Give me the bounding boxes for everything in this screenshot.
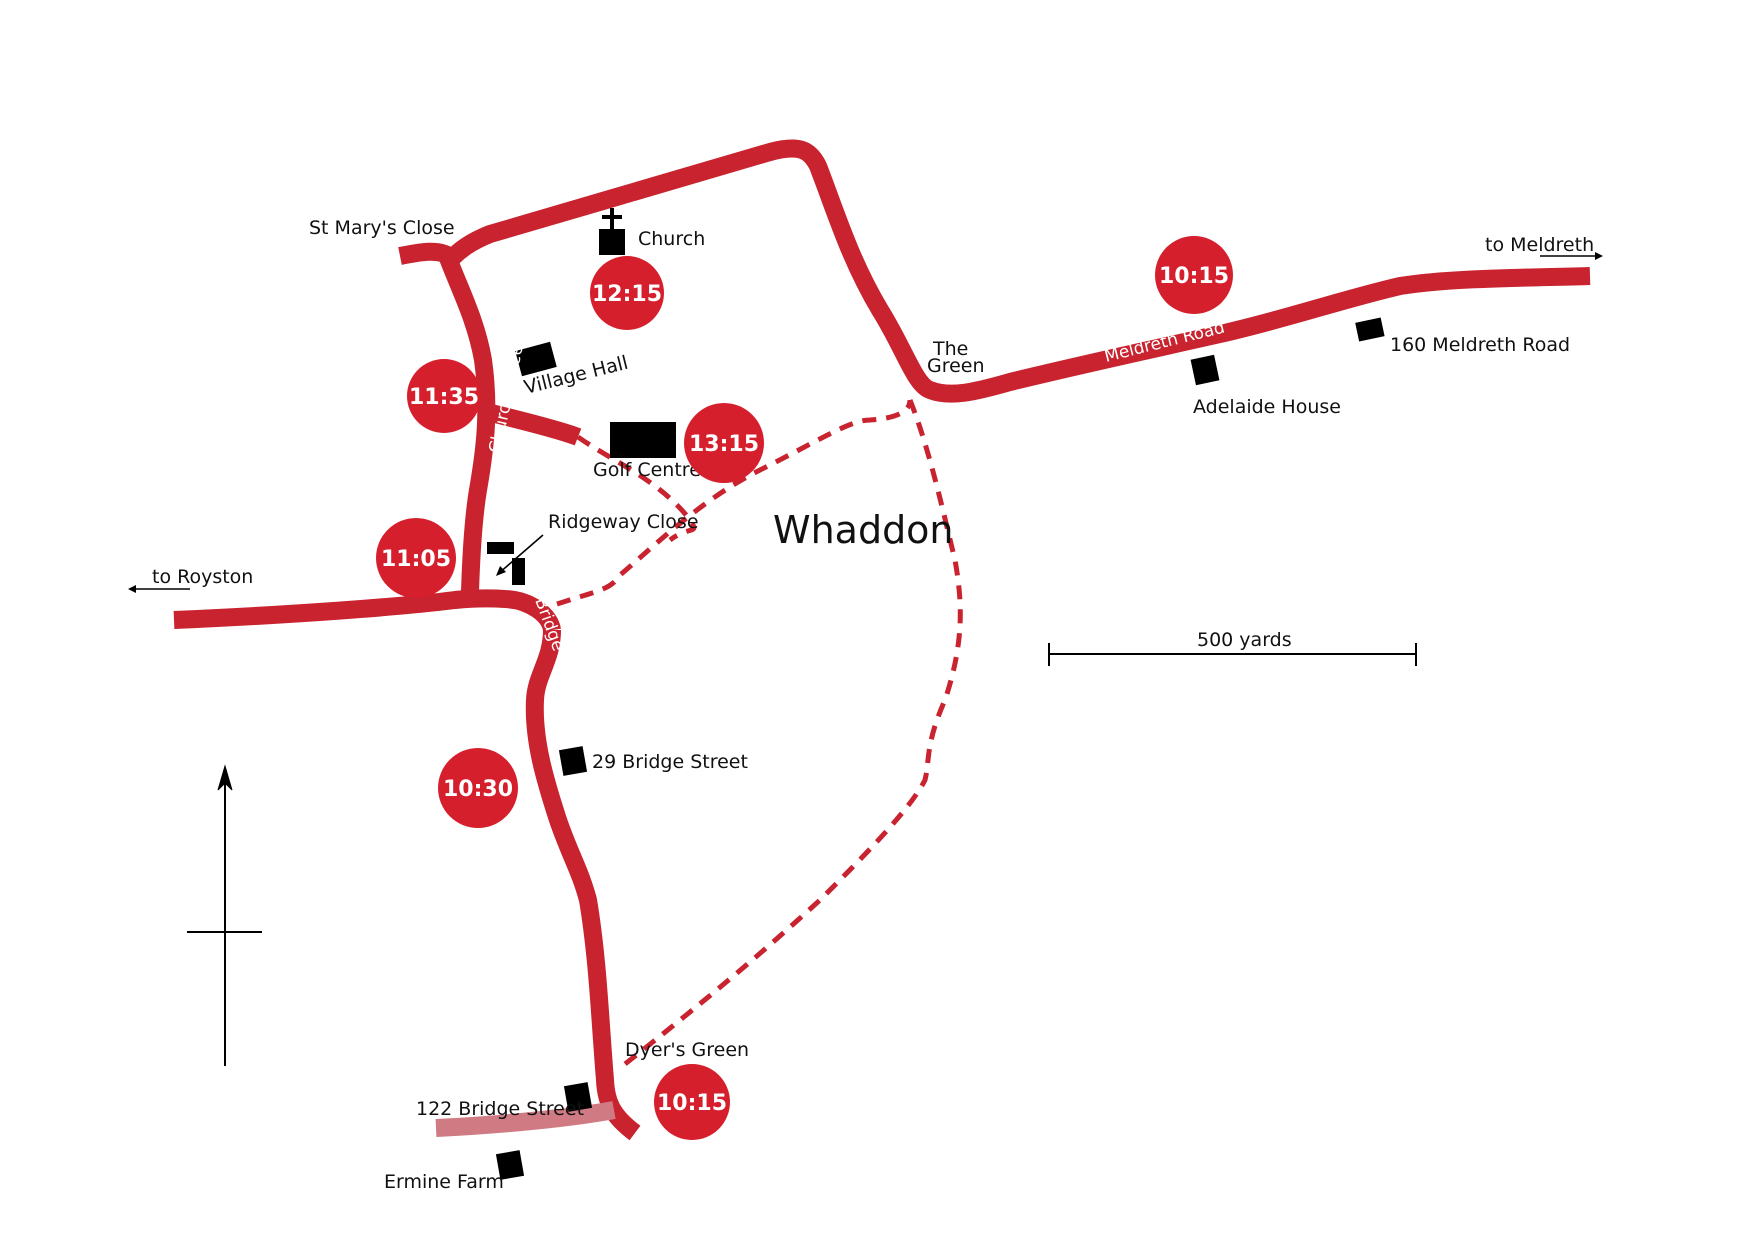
label-the-green-1: The [932,338,968,360]
label-st-marys-close: St Mary's Close [309,217,455,239]
label-dyers-green: Dyer's Green [625,1039,749,1061]
roads [173,139,1591,1141]
building-ermine-farm [495,1150,525,1180]
label-122-bridge-street: 122 Bridge Street [416,1098,584,1120]
road-golf-spur [484,403,582,446]
building-160-meldreth-road [1355,317,1385,342]
time-badge-church: 12:15 [590,256,664,330]
svg-text:12:15: 12:15 [592,282,662,307]
building-29-bridge-street [558,746,588,776]
svg-text:11:35: 11:35 [409,385,479,410]
building-golf-centre [610,422,676,458]
building-adelaide-house [1190,354,1220,386]
road-church-street [439,254,496,593]
time-badge-dyers-green: 10:15 [654,1064,730,1140]
label-ridgeway-close: Ridgeway Close [548,511,699,533]
time-badge-bridge-street: 10:30 [438,748,518,828]
svg-text:10:15: 10:15 [657,1091,727,1116]
road-north-loop [445,139,1591,403]
footpath-east [618,399,963,1070]
label-church: Church [638,228,705,250]
label-golf-centre: Golf Centre [593,459,701,481]
label-ermine-farm: Ermine Farm [384,1171,504,1193]
direction-arrows [128,252,1603,593]
label-29-bridge-street: 29 Bridge Street [592,751,748,773]
label-to-meldreth: to Meldreth [1485,234,1594,256]
road-st-marys-close [398,242,458,266]
label-the-green-2: Green [927,355,985,377]
road-royston [173,589,561,633]
footpaths [556,399,963,1070]
time-badge-meldreth-road: 10:15 [1155,236,1233,314]
label-160-meldreth-road: 160 Meldreth Road [1390,334,1570,356]
building-village-hall [515,341,557,377]
road-bridge-street [525,629,641,1141]
svg-text:11:05: 11:05 [381,547,451,572]
building-ridgeway-2 [512,558,525,585]
footpath-diagonal [556,399,913,607]
scale-bar [1048,643,1417,666]
svg-text:10:30: 10:30 [443,777,513,802]
cross-icon [602,208,622,230]
road-ermine-farm [435,1101,616,1137]
building-church [599,229,625,255]
building-ridgeway-1 [487,542,514,554]
label-to-royston: to Royston [152,566,253,588]
footpath-golf [576,434,697,543]
ridgeway-pointer-icon [496,534,544,576]
time-badge-royston-junction: 11:05 [376,518,456,598]
time-badge-golf-centre: 13:15 [684,403,764,483]
svg-text:10:15: 10:15 [1159,264,1229,289]
svg-text:13:15: 13:15 [689,432,759,457]
north-arrow-icon [187,764,262,1066]
building-122-bridge-street [563,1082,593,1112]
buildings [487,208,1385,1180]
scale-bar-label: 500 yards [1197,629,1292,651]
time-badge-church-street: 11:35 [407,359,481,433]
village-title: Whaddon [773,508,954,552]
label-adelaide-house: Adelaide House [1193,396,1341,418]
